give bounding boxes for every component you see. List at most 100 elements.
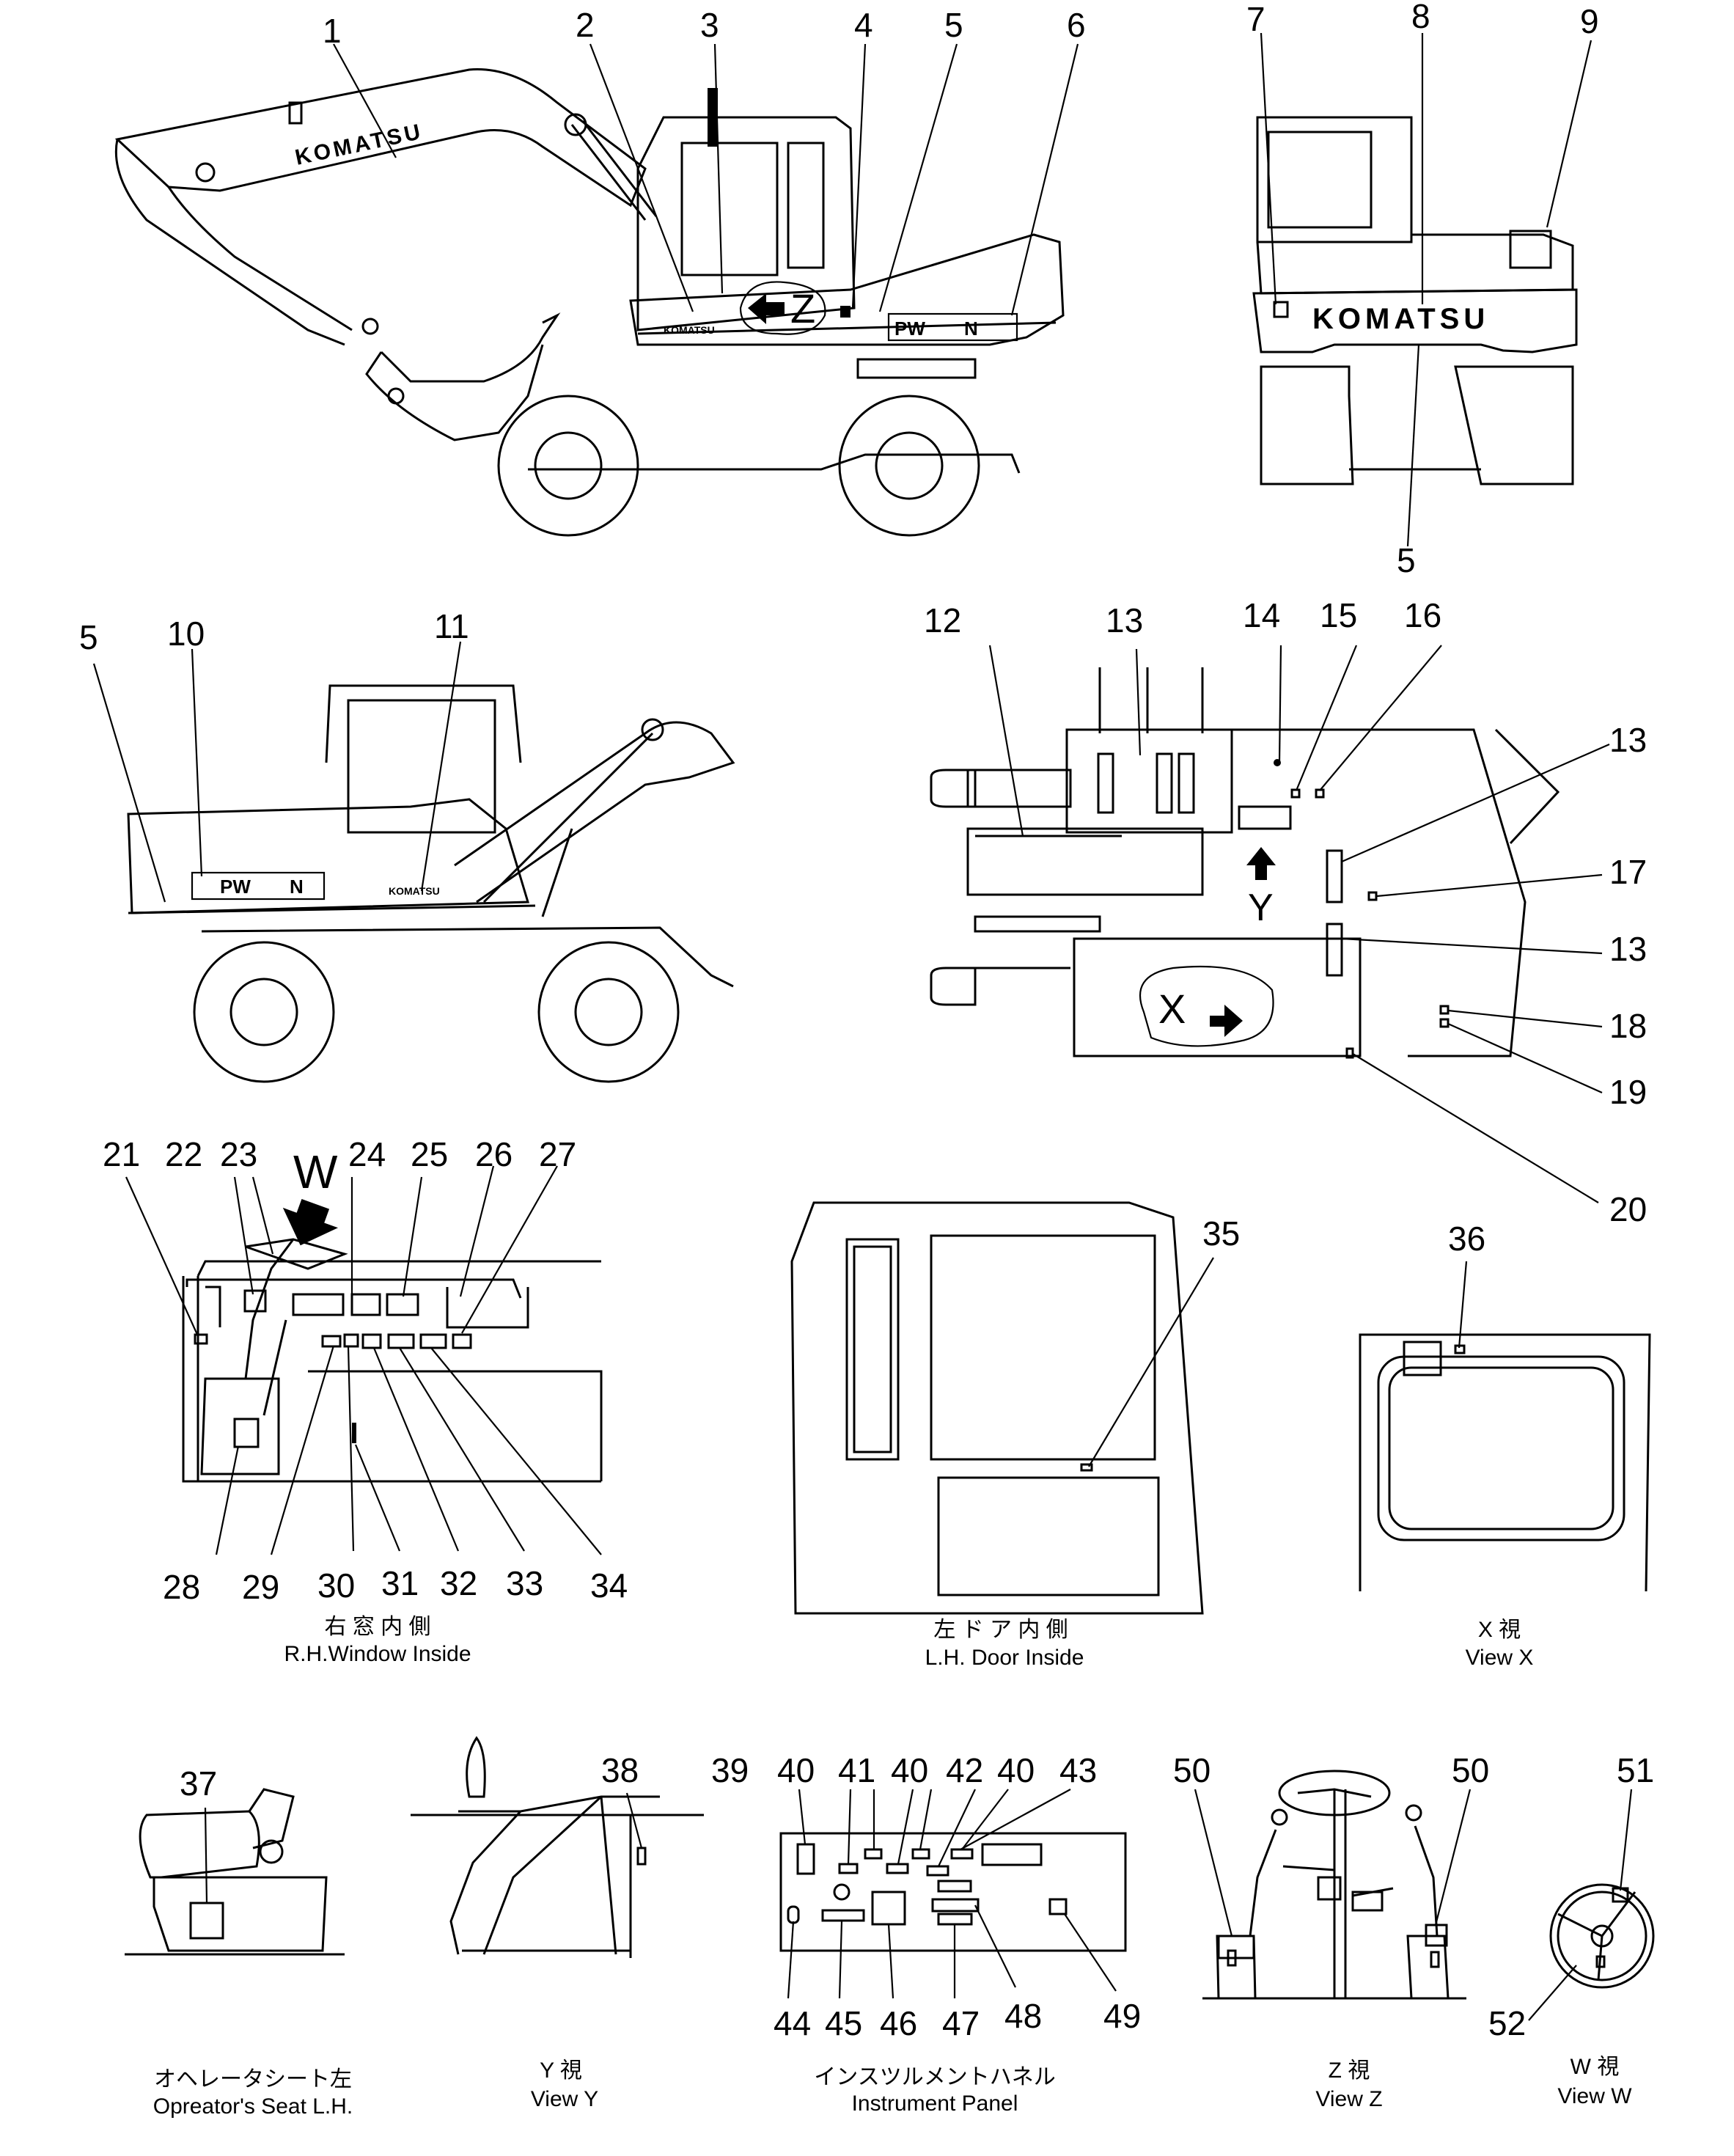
- label-5-rh: 5: [79, 618, 98, 656]
- label-52: 52: [1488, 2004, 1526, 2042]
- label-13-lower: 13: [1609, 930, 1647, 968]
- caption-rh-window-en: R.H.Window Inside: [284, 1642, 471, 1666]
- label-26: 26: [475, 1135, 513, 1173]
- boom-decal-brand: KOMATSU: [293, 120, 425, 170]
- caption-panel-en: Instrument Panel: [852, 2091, 1018, 2116]
- side-model-decal: PW: [894, 318, 925, 340]
- label-20: 20: [1609, 1190, 1647, 1228]
- view-z-marker: Z: [790, 285, 815, 331]
- caption-view-x-en: View X: [1466, 1646, 1534, 1670]
- label-50-left: 50: [1173, 1751, 1211, 1789]
- label-22: 22: [165, 1135, 202, 1173]
- label-32: 32: [440, 1564, 477, 1602]
- excavator-top-view: Y X: [930, 667, 1560, 1059]
- label-29: 29: [242, 1568, 279, 1606]
- label-16: 16: [1404, 596, 1441, 634]
- label-9: 9: [1580, 2, 1599, 40]
- label-50-right: 50: [1452, 1751, 1489, 1789]
- label-49: 49: [1103, 1997, 1141, 2035]
- caption-lh-door-jp: 左 ド ア 内 側: [933, 1618, 1068, 1642]
- label-23: 23: [220, 1135, 257, 1173]
- label-40-a: 40: [777, 1751, 815, 1789]
- label-30: 30: [317, 1566, 355, 1605]
- view-captions: 右 窓 内 側 R.H.Window Inside 左 ド ア 内 側 L.H.…: [153, 1615, 1633, 2119]
- rh-brand-small: KOMATSU: [389, 885, 440, 897]
- excavator-right-side-view: PW N KOMATSU: [127, 684, 735, 1083]
- excavator-left-side-view: KOMATSU Z KOMATSU PW N: [114, 68, 1065, 537]
- label-21: 21: [103, 1135, 140, 1173]
- view-y-marker: Y: [1248, 887, 1274, 929]
- label-44: 44: [774, 2004, 811, 2042]
- label-15: 15: [1320, 596, 1357, 634]
- label-19: 19: [1609, 1073, 1647, 1111]
- caption-seat-jp: オヘレータシート左: [154, 2067, 352, 2091]
- view-w-detail: [1549, 1883, 1655, 1989]
- label-11: 11: [434, 607, 469, 645]
- caption-seat-en: Opreator's Seat L.H.: [153, 2094, 353, 2119]
- view-w-marker: W: [293, 1145, 338, 1198]
- label-47: 47: [942, 2004, 980, 2042]
- rear-decal-brand: KOMATSU: [1312, 303, 1489, 335]
- label-46: 46: [880, 2004, 917, 2042]
- label-34: 34: [590, 1566, 628, 1605]
- label-18: 18: [1609, 1007, 1647, 1045]
- rh-model-decal: PW: [220, 876, 251, 898]
- label-33: 33: [506, 1564, 543, 1602]
- label-17: 17: [1609, 853, 1647, 891]
- label-7: 7: [1246, 0, 1265, 38]
- caption-panel-jp: インスツルメントハネル: [814, 2065, 1055, 2089]
- caption-view-x-jp: X 視: [1478, 1618, 1521, 1642]
- label-40-b: 40: [891, 1751, 928, 1789]
- label-25: 25: [411, 1135, 448, 1173]
- label-28: 28: [163, 1568, 200, 1606]
- label-12: 12: [924, 601, 961, 639]
- lh-door-inside-view: [790, 1201, 1204, 1615]
- label-27: 27: [539, 1135, 576, 1173]
- label-14: 14: [1243, 596, 1280, 634]
- label-13-right: 13: [1609, 721, 1647, 759]
- rh-model-decal-suffix: N: [290, 876, 304, 898]
- caption-view-y-en: View Y: [531, 2087, 598, 2111]
- excavator-rear-view: KOMATSU: [1252, 116, 1578, 485]
- cab-decal-small: KOMATSU: [664, 324, 715, 336]
- instrument-panel-view: [779, 1832, 1127, 1952]
- label-51: 51: [1617, 1751, 1654, 1789]
- label-42: 42: [946, 1751, 983, 1789]
- label-5-rear: 5: [1397, 541, 1416, 579]
- view-x-detail: [1359, 1333, 1651, 1592]
- label-37: 37: [180, 1764, 217, 1803]
- caption-view-z-jp: Z 視: [1329, 2058, 1370, 2083]
- label-13-top: 13: [1106, 601, 1143, 639]
- label-5-top: 5: [944, 6, 963, 44]
- rh-window-inside-view: W: [182, 1145, 603, 1483]
- view-z-detail: [1202, 1770, 1466, 2000]
- label-10: 10: [167, 615, 205, 653]
- label-1: 1: [323, 12, 342, 50]
- label-40-c: 40: [997, 1751, 1035, 1789]
- label-48: 48: [1004, 1997, 1042, 2035]
- label-45: 45: [825, 2004, 862, 2042]
- label-3: 3: [700, 6, 719, 44]
- side-model-decal-suffix: N: [964, 318, 978, 340]
- label-35: 35: [1202, 1214, 1240, 1253]
- label-6: 6: [1067, 6, 1086, 44]
- label-36: 36: [1448, 1220, 1485, 1258]
- caption-view-w-jp: W 視: [1570, 2055, 1620, 2079]
- caption-view-z-en: View Z: [1315, 2087, 1382, 2111]
- caption-lh-door-en: L.H. Door Inside: [925, 1646, 1084, 1670]
- label-8: 8: [1411, 0, 1430, 35]
- label-24: 24: [348, 1135, 386, 1173]
- view-x-marker: X: [1158, 986, 1186, 1032]
- view-y-detail: [411, 1736, 704, 1958]
- label-2: 2: [576, 6, 595, 44]
- label-39: 39: [711, 1751, 749, 1789]
- caption-view-w-en: View W: [1557, 2084, 1632, 2108]
- label-4: 4: [854, 6, 873, 44]
- caption-view-y-jp: Y 視: [540, 2058, 582, 2083]
- label-43: 43: [1059, 1751, 1097, 1789]
- label-31: 31: [381, 1564, 419, 1602]
- leader-lines: [92, 32, 1633, 2021]
- label-41: 41: [838, 1751, 875, 1789]
- operator-seat-lh-view: [125, 1788, 345, 1956]
